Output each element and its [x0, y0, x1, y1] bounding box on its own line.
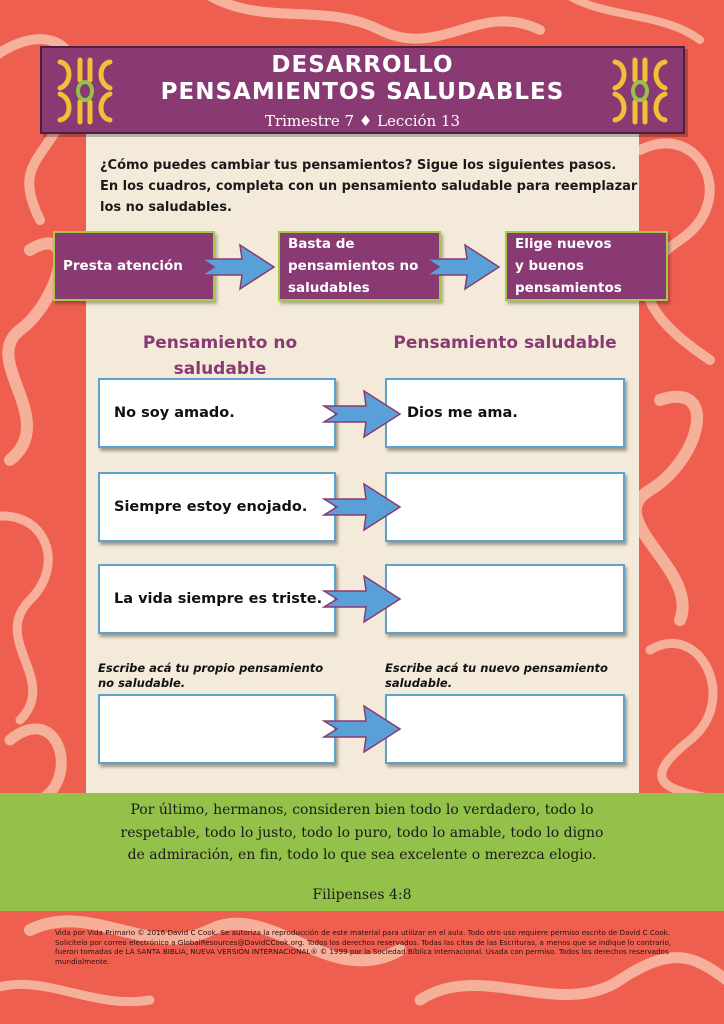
row-arrow-icon-1 — [322, 389, 402, 439]
step-2: Basta de pensamientos no saludables — [278, 231, 441, 301]
column-heading-healthy: Pensamiento saludable — [393, 333, 617, 353]
instructions-line-1: ¿Cómo puedes cambiar tus pensamientos? S… — [100, 158, 617, 173]
lesson-subtitle: Trimestre 7 ♦ Lección 13 — [264, 112, 461, 130]
custom-unhealthy-input[interactable] — [98, 694, 336, 764]
title-line-2: PENSAMIENTOS SALUDABLES — [160, 79, 565, 105]
step-1: Presta atención — [53, 231, 215, 301]
copyright-notice: Vida por Vida Primario © 2016 David C Co… — [55, 928, 672, 967]
row-arrow-icon-2 — [322, 482, 402, 532]
instructions-line-2: En los cuadros, completa con un pensamie… — [100, 179, 638, 215]
custom-healthy-input[interactable] — [385, 694, 625, 764]
healthy-thought-3-input[interactable] — [385, 564, 625, 634]
unhealthy-thought-3: La vida siempre es triste. — [98, 564, 336, 634]
custom-healthy-prompt: Escribe acá tu nuevo pensamiento saludab… — [385, 661, 608, 690]
step-arrow-icon-1 — [200, 243, 276, 291]
step-2-label: Basta de pensamientos no saludables — [288, 236, 419, 296]
instructions: ¿Cómo puedes cambiar tus pensamientos? S… — [100, 155, 640, 218]
bible-verse-band: Por último, hermanos, consideren bien to… — [0, 793, 724, 911]
row-arrow-icon-3 — [322, 574, 402, 624]
step-3: Elige nuevos y buenos pensamientos — [505, 231, 668, 301]
unhealthy-thought-2: Siempre estoy enojado. — [98, 472, 336, 542]
ornament-icon-left — [57, 57, 113, 125]
unhealthy-thought-1: No soy amado. — [98, 378, 336, 448]
custom-unhealthy-prompt: Escribe acá tu propio pensamiento no sal… — [98, 661, 324, 690]
row-arrow-icon-4 — [322, 704, 402, 754]
healthy-thought-1[interactable]: Dios me ama. — [385, 378, 625, 448]
title-banner: DESARROLLO PENSAMIENTOS SALUDABLES Trime… — [40, 46, 685, 134]
bible-verse-reference: Filipenses 4:8 — [312, 887, 412, 903]
ornament-icon-right — [612, 57, 668, 125]
bible-verse-text: Por último, hermanos, consideren bien to… — [120, 802, 604, 863]
title-line-1: DESARROLLO — [271, 52, 454, 78]
step-arrow-icon-2 — [425, 243, 501, 291]
column-heading-unhealthy: Pensamiento no saludable — [142, 333, 298, 379]
step-3-label: Elige nuevos y buenos pensamientos — [515, 236, 622, 296]
step-1-label: Presta atención — [63, 258, 183, 274]
healthy-thought-2-input[interactable] — [385, 472, 625, 542]
